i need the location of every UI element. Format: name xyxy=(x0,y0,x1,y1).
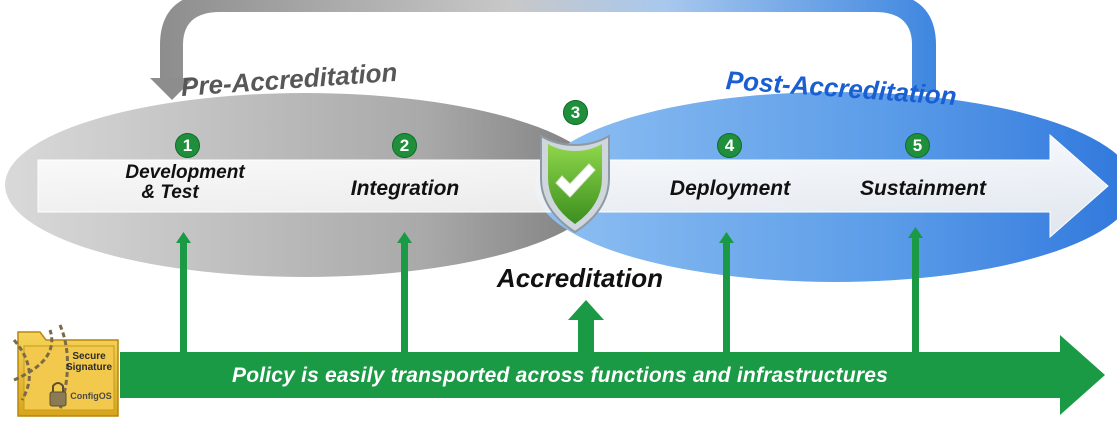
return-arc-arrowhead xyxy=(150,78,194,100)
policy-banner-arrow xyxy=(120,335,1105,415)
step-2-label: Integration xyxy=(350,177,460,200)
secure-signature-folder-icon xyxy=(12,324,119,417)
step-3-badge: 3 xyxy=(563,100,588,125)
step-1-label: Development & Test xyxy=(100,163,270,203)
folder-label-line2: Signature xyxy=(65,361,113,373)
policy-banner-text: Policy is easily transported across func… xyxy=(232,364,889,387)
return-arc xyxy=(160,0,936,92)
step-5-label: Sustainment xyxy=(859,177,987,200)
folder-label-line1: Secure xyxy=(72,351,106,362)
step-4-badge: 4 xyxy=(717,133,742,158)
folder-label: Secure Signature xyxy=(64,351,114,373)
step-1-label-line2: & Test xyxy=(141,181,199,203)
step-5-badge: 5 xyxy=(905,133,930,158)
up-arrows xyxy=(176,227,923,354)
step-1-label-line1: Development xyxy=(125,162,245,183)
step-3-label: Accreditation xyxy=(496,263,664,293)
step-4-label: Deployment xyxy=(669,177,791,200)
folder-brand: ConfigOS xyxy=(70,391,112,401)
step-1-badge: 1 xyxy=(175,133,200,158)
accreditation-shield-icon xyxy=(540,134,610,234)
step-2-badge: 2 xyxy=(392,133,417,158)
